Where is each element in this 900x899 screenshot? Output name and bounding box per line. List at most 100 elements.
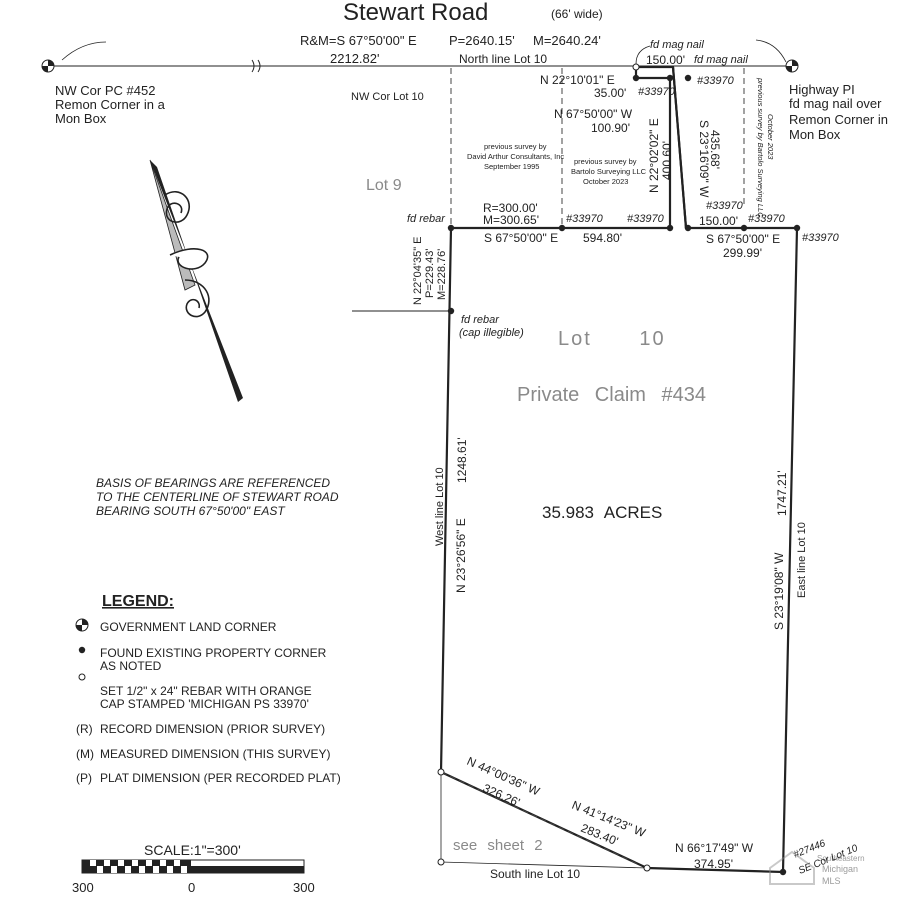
west-dist: 1248.61' <box>455 437 469 483</box>
nw-cor-lot10: NW Cor Lot 10 <box>351 91 424 103</box>
tag-ne-top: #33970 <box>697 75 735 87</box>
top-plat-dist: P=2640.15' <box>449 33 515 48</box>
road-name: Stewart Road <box>343 0 488 26</box>
leader-ne <box>755 39 787 63</box>
tag-n1: #33970 <box>638 86 676 98</box>
north-arrow-icon <box>149 159 243 402</box>
legend-gov-corner-icon <box>75 618 89 632</box>
south-line-lot10 <box>440 861 648 869</box>
legend-p-text: PLAT DIMENSION (PER RECORDED PLAT) <box>100 771 341 785</box>
hwy-pi-line3: Remon Corner in <box>789 112 888 127</box>
parcel-boundary <box>439 65 799 874</box>
tag-se: #33970 <box>802 232 840 244</box>
svg-text:MLS: MLS <box>822 876 841 886</box>
legend-found-1: FOUND EXISTING PROPERTY CORNER <box>100 646 327 660</box>
leader-nw <box>61 41 107 61</box>
legend-set-rebar-icon <box>78 673 86 681</box>
svg-text:Southeastern: Southeastern <box>817 854 865 863</box>
legend-p-symbol: (P) <box>76 771 92 785</box>
found-corner-dots <box>447 74 801 876</box>
lot10-label: Lot 10 <box>558 328 666 350</box>
top-measured-dist: M=2640.24' <box>533 33 601 48</box>
legend-found-corner-icon <box>78 646 86 654</box>
bartolo-b-2: October 2023 <box>766 114 775 160</box>
basis-line-2: TO THE CENTERLINE OF STEWART ROAD <box>96 490 339 504</box>
n3-dist: 400.60' <box>660 141 674 180</box>
s3-dist: 299.99' <box>723 246 762 260</box>
arthur-note-1: previous survey by <box>484 142 547 151</box>
scale-tick-right: 300 <box>293 880 315 895</box>
legend-title: LEGEND: <box>102 593 174 610</box>
set-rebar-dots <box>437 63 651 872</box>
east-bearing: S 23°19'08" W <box>772 552 786 630</box>
acres-label: 35.983 ACRES <box>542 503 662 522</box>
fd-rebar-cap-1: fd rebar <box>461 314 500 326</box>
mag-nail-label-1: fd mag nail <box>650 39 704 51</box>
hwy-pi-line1: Highway PI <box>789 82 855 97</box>
legend-set-1: SET 1/2" x 24" REBAR WITH ORANGE <box>100 684 312 698</box>
mls-watermark-logo: Southeastern Michigan MLS <box>769 850 865 886</box>
legend-set-2: CAP STAMPED 'MICHIGAN PS 33970' <box>100 697 309 711</box>
top-east-segment: 150.00' <box>646 53 685 67</box>
mag-nail-label-2: fd mag nail <box>694 54 748 66</box>
panhandle-inner <box>671 66 688 229</box>
s1-dist: 594.80' <box>583 231 622 245</box>
fd-rebar-cap-2: (cap illegible) <box>459 327 524 339</box>
legend-m-text: MEASURED DIMENSION (THIS SURVEY) <box>100 747 330 761</box>
break-mark <box>251 59 261 73</box>
government-corner-nw-icon <box>41 59 55 73</box>
curve-m: M=300.65' <box>483 213 539 227</box>
bartolo-a-2: Bartolo Surveying LLC <box>571 167 647 176</box>
leader-nail <box>635 45 651 65</box>
curve-r: R=300.00' <box>483 201 538 215</box>
s1-bearing: S 67°50'00" E <box>484 231 558 245</box>
north-line-label: North line Lot 10 <box>459 52 547 66</box>
n1-bearing: N 22°10'01" E <box>540 73 615 87</box>
hwy-pi-line4: Mon Box <box>789 127 841 142</box>
bartolo-a-3: October 2023 <box>583 177 628 186</box>
legend-found-2: AS NOTED <box>100 659 162 673</box>
scale-tick-left: 300 <box>72 880 94 895</box>
west-short-p: P=229.43' <box>424 248 436 298</box>
n3-bearing: N 22°02'02" E <box>647 118 661 193</box>
n1-dist: 35.00' <box>594 86 626 100</box>
bartolo-b-1: previous survey by Bartolo Surveying LLC <box>756 77 765 218</box>
n2-bearing: N 67°50'00" W <box>554 107 633 121</box>
tag-s2: #33970 <box>706 200 744 212</box>
tag-s1a: #33970 <box>566 213 604 225</box>
s2-dist: 150.00' <box>699 214 738 228</box>
sw3-dist: 374.95' <box>694 857 733 871</box>
scale-bar <box>81 859 305 874</box>
tag-s1b: #33970 <box>627 213 665 225</box>
nw-pc-line2: Remon Corner in a <box>55 97 166 112</box>
s3-bearing: S 67°50'00" E <box>706 232 780 246</box>
nw-pc-line1: NW Cor PC #452 <box>55 83 155 98</box>
legend-m-symbol: (M) <box>76 747 94 761</box>
west-bearing: N 23°26'56" E <box>454 518 468 593</box>
west-short-bearing: N 22°04'35" E <box>412 236 424 305</box>
legend-gov-corner: GOVERNMENT LAND CORNER <box>100 620 277 634</box>
road-width: (66' wide) <box>551 7 603 21</box>
scale-tick-zero: 0 <box>188 880 195 895</box>
government-corner-ne-icon <box>785 59 799 73</box>
lot9-label: Lot 9 <box>366 177 402 194</box>
top-west-segment: 2212.82' <box>330 51 379 66</box>
n2-dist: 100.90' <box>591 121 630 135</box>
sw3-bearing: N 66°17'49" W <box>675 841 754 855</box>
n4-dist: 435.68' <box>708 130 722 169</box>
east-dist: 1747.21' <box>775 470 789 516</box>
n4-bearing: S 23°16'09" W <box>697 120 711 198</box>
south-line-label: South line Lot 10 <box>490 867 580 881</box>
see-sheet-dashed <box>440 771 641 866</box>
nw-pc-line3: Mon Box <box>55 111 107 126</box>
arthur-note-2: David Arthur Consultants, Inc <box>467 152 564 161</box>
see-sheet-label: see sheet 2 <box>453 837 543 854</box>
legend-r-text: RECORD DIMENSION (PRIOR SURVEY) <box>100 722 325 736</box>
tag-s2b: #33970 <box>748 213 786 225</box>
svg-text:Michigan: Michigan <box>822 864 858 874</box>
west-short-m: M=228.76' <box>436 249 448 300</box>
top-record-bearing: R&M=S 67°50'00" E <box>300 33 417 48</box>
fd-rebar-top: fd rebar <box>407 213 446 225</box>
east-line-label: East line Lot 10 <box>796 522 808 598</box>
basis-line-1: BASIS OF BEARINGS ARE REFERENCED <box>96 476 330 490</box>
